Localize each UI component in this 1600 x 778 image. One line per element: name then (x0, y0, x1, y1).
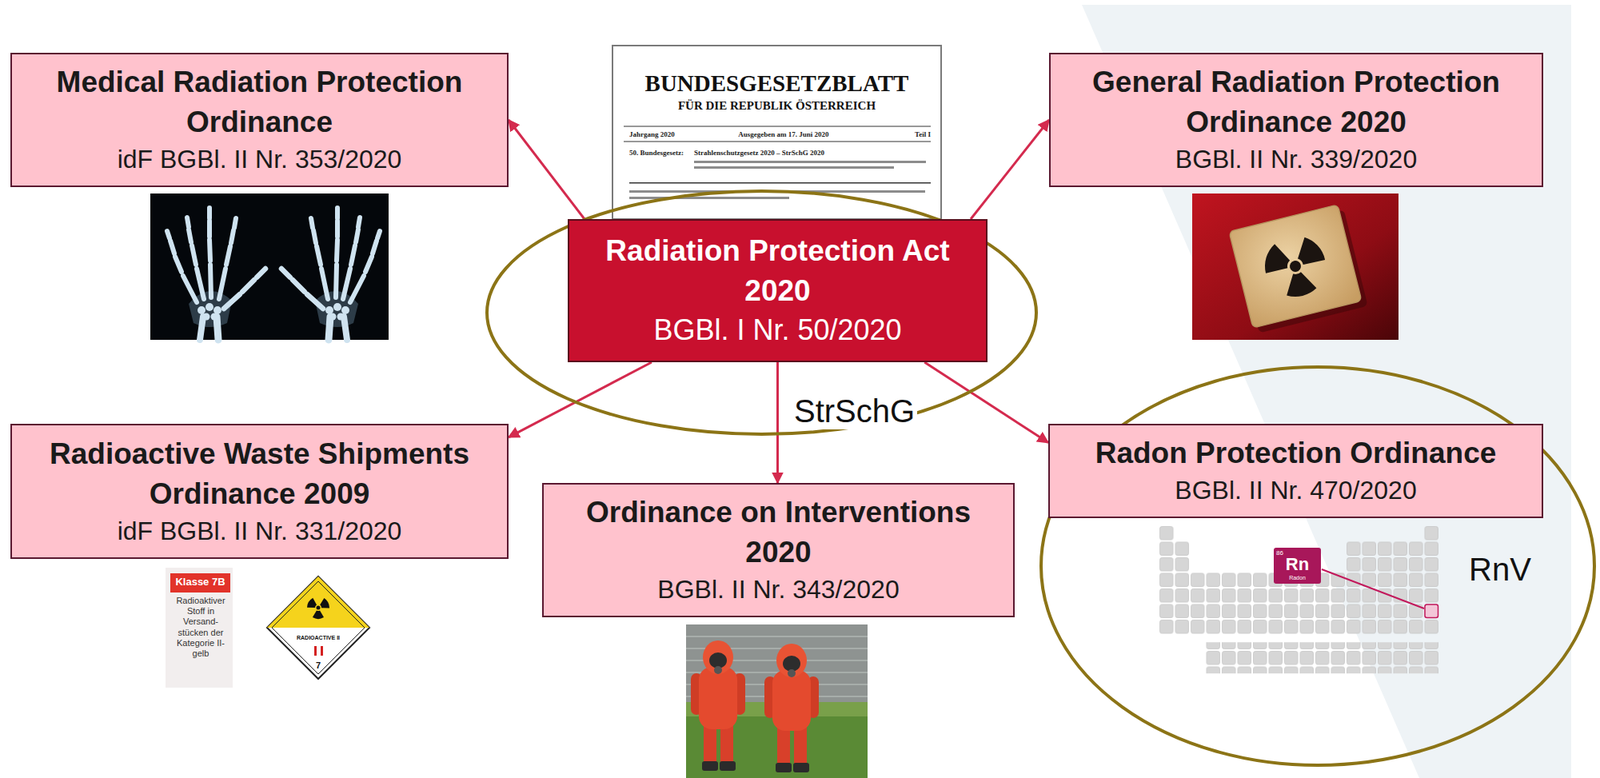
box-content: Medical Radiation Protection Ordinanceid… (26, 62, 493, 177)
gazette-reference: BGBl. II Nr. 470/2020 (1064, 473, 1528, 508)
trefoil-symbol (308, 598, 329, 619)
gazette-subtitle: FÜR DIE REPUBLIK ÖSTERREICH (612, 99, 942, 113)
document-sheet (612, 45, 942, 220)
connector-arrow (508, 119, 585, 220)
box-content: Radon Protection OrdinanceBGBl. II Nr. 4… (1064, 433, 1528, 508)
ordinance-title: General Radiation Protection Ordinance 2… (1065, 62, 1528, 143)
ordinance-box: Medical Radiation Protection Ordinanceid… (10, 52, 509, 188)
leader-line (1321, 569, 1425, 609)
document-text-lines (629, 160, 931, 200)
box-content: Radiation Protection Act 2020BGBl. I Nr.… (583, 231, 972, 350)
paper-sheet (1228, 204, 1362, 328)
hazmat-photo (686, 624, 868, 778)
placard-inner-border (271, 581, 365, 675)
hazard-label-image (165, 567, 370, 688)
gazette-reference: BGBl. II Nr. 339/2020 (1065, 142, 1528, 177)
element-cells (1158, 541, 1190, 573)
placard-text: RADIOACTIVE II (278, 634, 359, 642)
gazette-document (612, 45, 942, 220)
ellipse-outline (486, 191, 1037, 435)
ordinance-title: Radiation Protection Act 2020 (583, 231, 972, 312)
placard-class-number: 7 (310, 660, 327, 671)
hand-bones (281, 207, 380, 340)
connector-arrow (508, 362, 652, 438)
category-bar (314, 646, 317, 656)
document-rule (623, 141, 931, 143)
box-content: Radioactive Waste Shipments Ordinance 20… (26, 434, 493, 549)
xray-image (150, 193, 389, 340)
hazmat-figure (690, 640, 746, 771)
act-box: Radiation Protection Act 2020BGBl. I Nr.… (567, 219, 988, 363)
hazmat-figure (764, 643, 819, 773)
law-ellipse: StrSchG Radiation Protection Act 2020BGBl… (484, 188, 1039, 437)
trefoil-center (316, 606, 321, 611)
ordinance-title: Medical Radiation Protection Ordinance (26, 62, 493, 143)
gazette-reference: idF BGBl. II Nr. 353/2020 (26, 142, 493, 177)
class-tag-text: Klasse 7B (170, 576, 231, 589)
radon-cell-highlight (1424, 604, 1439, 619)
periodic-table (1158, 525, 1440, 674)
hand-bones (167, 207, 266, 340)
connector-arrow (776, 362, 779, 483)
element-cells (1345, 541, 1440, 573)
radon-element-tile (1273, 547, 1321, 584)
red-background (1192, 193, 1399, 340)
ordinance-title: Radon Protection Ordinance (1064, 433, 1528, 474)
gazette-reference: BGBl. II Nr. 343/2020 (558, 572, 999, 607)
element-cells (1158, 525, 1175, 542)
element-name: Radon (1273, 574, 1321, 581)
ordinance-box: Ordinance on Interventions 2020BGBl. II … (542, 482, 1015, 618)
box-content: Ordinance on Interventions 2020BGBl. II … (558, 492, 999, 607)
ordinance-box: Radon Protection OrdinanceBGBl. II Nr. 4… (1048, 423, 1544, 519)
ordinance-ellipse: RnV Radon Protection OrdinanceBGBl. II Nr… (1038, 364, 1597, 768)
connector-arrow (970, 119, 1050, 220)
gazette-entry: 50. Bundesgesetz: (629, 148, 694, 157)
trefoil-center (1288, 259, 1303, 274)
placard-diamond (267, 576, 370, 679)
class-tag (170, 573, 231, 593)
ellipse-outline (1041, 367, 1595, 766)
category-bar (320, 646, 324, 656)
document-rule (623, 126, 931, 128)
gazette-meta: Jahrgang 2020 (629, 130, 710, 139)
ordinance-box: Radioactive Waste Shipments Ordinance 20… (10, 423, 509, 559)
gazette-meta: Teil I (866, 130, 931, 139)
ordinance-title: Radioactive Waste Shipments Ordinance 20… (26, 434, 493, 515)
radiation-sign-image (1192, 193, 1399, 340)
placard-yellow-half (267, 576, 370, 628)
ordinance-title: Ordinance on Interventions 2020 (558, 492, 999, 573)
hazard-note: Radioaktiver Stoff in Versand- stücken d… (169, 595, 232, 659)
abbreviation-label: RnV (1466, 550, 1534, 588)
abbreviation-label: StrSchG (791, 392, 918, 430)
xray-background (150, 193, 389, 340)
box-content: General Radiation Protection Ordinance 2… (1065, 62, 1528, 177)
gazette-meta: Ausgegeben am 17. Juni 2020 (703, 130, 864, 139)
element-symbol: Rn (1273, 555, 1321, 574)
element-cells (1205, 642, 1441, 674)
gazette-entry: Strahlenschutzgesetz 2020 – StrSchG 2020 (694, 148, 926, 157)
label-card (165, 567, 233, 688)
ordinance-box: General Radiation Protection Ordinance 2… (1049, 52, 1544, 188)
gazette-title: BUNDESGESETZBLATT (612, 70, 942, 97)
element-cells (1424, 525, 1441, 542)
trefoil-symbol (1268, 239, 1323, 294)
gazette-reference: BGBl. I Nr. 50/2020 (583, 311, 972, 351)
gazette-reference: idF BGBl. II Nr. 331/2020 (26, 514, 493, 549)
